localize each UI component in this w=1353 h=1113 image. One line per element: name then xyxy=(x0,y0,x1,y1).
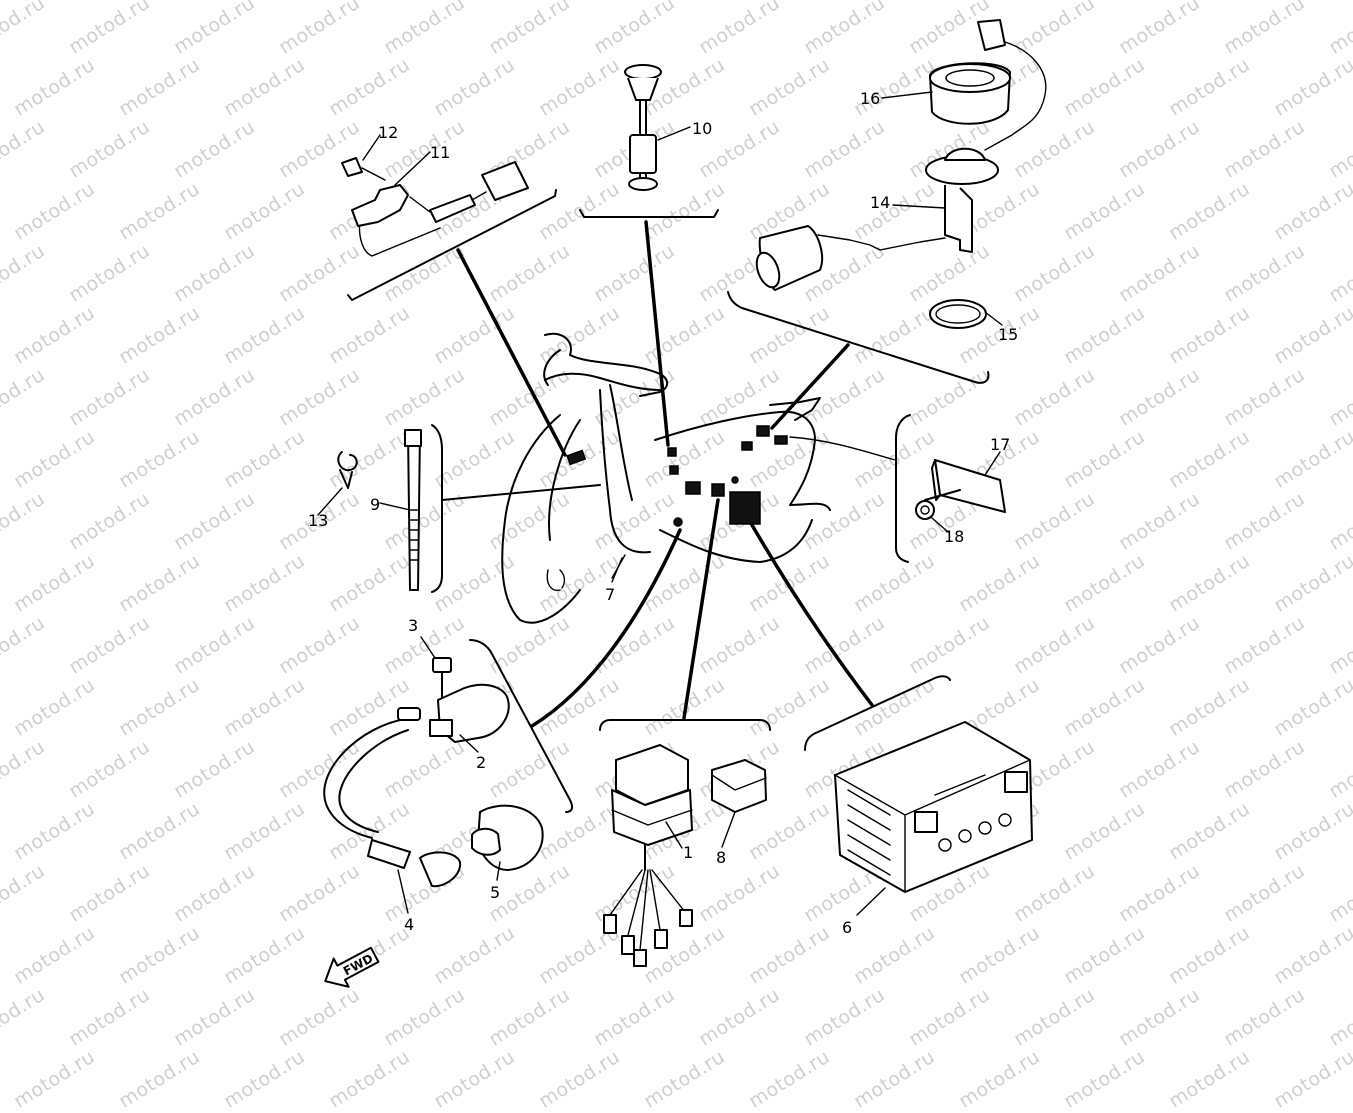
fwd-arrow: FWD xyxy=(324,946,380,988)
callout-11: 11 xyxy=(430,143,450,162)
diagram-drawing: 1 2 3 4 5 6 7 8 9 10 11 12 13 14 15 16 1… xyxy=(308,19,1047,988)
callout-17: 17 xyxy=(990,435,1010,454)
callout-18: 18 xyxy=(944,527,964,546)
watermark-text: motod.ru xyxy=(325,1045,414,1113)
part-band-and-clamp xyxy=(337,429,422,591)
watermark-text: motod.ru xyxy=(955,1045,1044,1113)
callout-5: 5 xyxy=(490,883,500,902)
watermark-text: motod.ru xyxy=(115,1045,204,1113)
callout-10: 10 xyxy=(692,119,712,138)
part-plate-and-nut xyxy=(915,459,1006,520)
callout-7: 7 xyxy=(605,585,615,604)
scooter-body xyxy=(501,332,831,624)
watermark-text: motod.ru xyxy=(430,1045,519,1113)
callout-2: 2 xyxy=(476,753,486,772)
callout-leaders xyxy=(317,91,1003,916)
part-cdi-unit xyxy=(603,744,767,967)
watermark-text: motod.ru xyxy=(850,1045,939,1113)
callout-4: 4 xyxy=(404,915,414,934)
part-fuel-sender-unit xyxy=(755,19,1047,329)
group-leaders xyxy=(441,220,896,728)
watermark-text: motod.ru xyxy=(745,1045,834,1113)
watermark-text: motod.ru xyxy=(1165,1045,1254,1113)
watermark-text: motod.ru xyxy=(10,1045,99,1113)
callout-numbers: 1 2 3 4 5 6 7 8 9 10 11 12 13 14 15 16 1… xyxy=(308,89,1018,937)
part-ignition-coil-set xyxy=(323,657,544,888)
callout-3: 3 xyxy=(408,616,418,635)
callout-6: 6 xyxy=(842,918,852,937)
watermark-text: motod.ru xyxy=(1270,1045,1353,1113)
callout-15: 15 xyxy=(998,325,1018,344)
part-fuel-gauge-plug xyxy=(624,64,662,191)
part-relay-harness xyxy=(341,157,529,257)
callout-13: 13 xyxy=(308,511,328,530)
watermark-text: motod.ru xyxy=(1060,1045,1149,1113)
callout-8: 8 xyxy=(716,848,726,867)
callout-1: 1 xyxy=(683,843,693,862)
callout-14: 14 xyxy=(870,193,890,212)
callout-9: 9 xyxy=(370,495,380,514)
part-battery xyxy=(834,721,1033,893)
watermark-text: motod.ru xyxy=(535,1045,624,1113)
watermark-text: motod.ru xyxy=(220,1045,309,1113)
watermark-text: motod.ru xyxy=(640,1045,729,1113)
callout-12: 12 xyxy=(378,123,398,142)
callout-16: 16 xyxy=(860,89,880,108)
